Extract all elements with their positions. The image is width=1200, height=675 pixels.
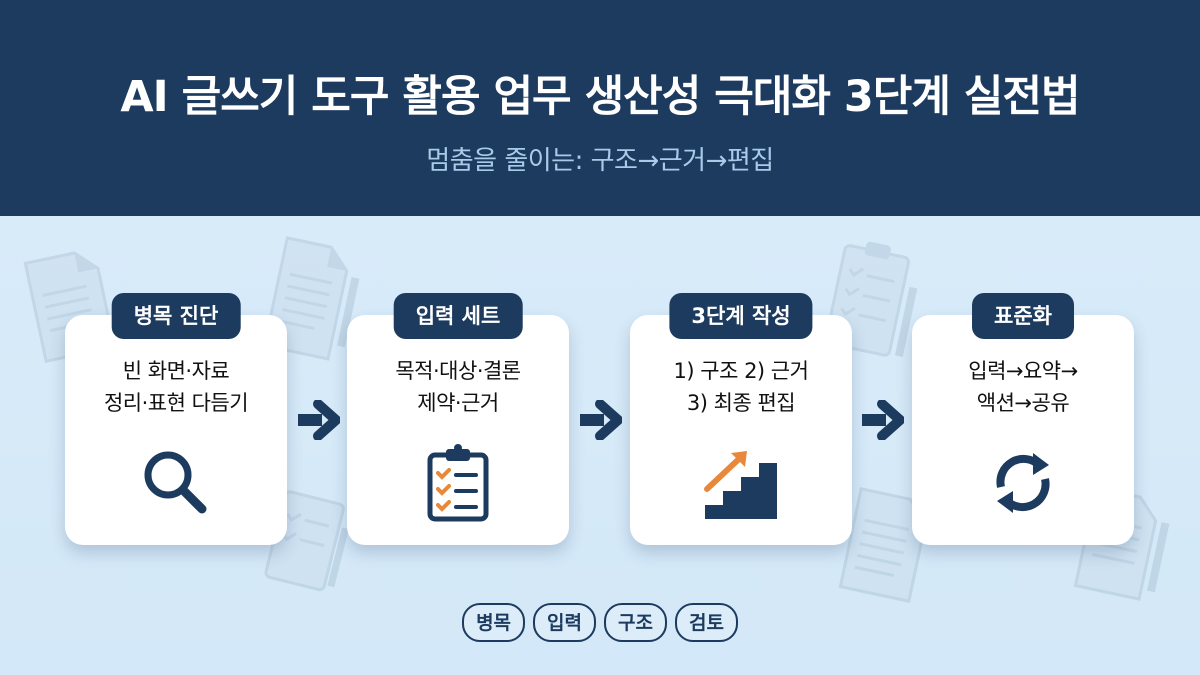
tag-structure: 구조	[604, 603, 667, 642]
step-description-line: 액션→공유	[976, 391, 1070, 415]
magnifier-icon	[144, 451, 207, 514]
step-card-three-step-writing: 3단계 작성 1) 구조 2) 근거 3) 최종 편집	[630, 293, 852, 545]
step-label: 병목 진단	[111, 293, 241, 339]
arrow-right-icon	[862, 400, 904, 440]
step-description-line: 제약·근거	[417, 391, 499, 415]
step-description-line: 목적·대상·결론	[395, 359, 521, 383]
tag-bottleneck: 병목	[462, 603, 526, 642]
clipboard-decoration-icon	[824, 241, 918, 358]
step-description-line: 3) 최종 편집	[686, 391, 796, 415]
step-description-line: 1) 구조 2) 근거	[673, 359, 809, 383]
step-description: 목적·대상·결론 제약·근거	[347, 355, 569, 419]
step-description-line: 빈 화면·자료	[122, 359, 230, 383]
step-label: 3단계 작성	[669, 293, 813, 339]
arrow-right-icon	[580, 400, 622, 440]
step-label: 입력 세트	[393, 293, 523, 339]
document-decoration-icon	[838, 487, 928, 603]
header-banner: AI 글쓰기 도구 활용 업무 생산성 극대화 3단계 실전법 멈춤을 줄이는:…	[0, 0, 1200, 216]
page-subtitle: 멈춤을 줄이는: 구조→근거→편집	[426, 146, 774, 176]
tag-input: 입력	[533, 603, 596, 642]
stairs-arrow-icon	[704, 451, 777, 519]
keyword-tags: 병목 입력 구조 검토	[0, 603, 1200, 642]
step-description: 1) 구조 2) 근거 3) 최종 편집	[630, 355, 852, 419]
step-description-line: 정리·표현 다듬기	[103, 391, 249, 415]
step-description: 빈 화면·자료 정리·표현 다듬기	[65, 355, 287, 419]
tag-review: 검토	[674, 603, 738, 642]
step-description: 입력→요약→ 액션→공유	[912, 355, 1134, 419]
clipboard-checklist-icon	[427, 444, 489, 522]
step-card-bottleneck: 병목 진단 빈 화면·자료 정리·표현 다듬기	[65, 293, 287, 545]
arrow-right-icon	[298, 400, 340, 440]
step-card-input-set: 입력 세트 목적·대상·결론 제약·근거	[347, 293, 569, 545]
step-description-line: 입력→요약→	[968, 359, 1078, 383]
refresh-cycle-icon	[996, 453, 1050, 513]
step-label: 표준화	[972, 293, 1074, 339]
page-title: AI 글쓰기 도구 활용 업무 생산성 극대화 3단계 실전법	[120, 72, 1080, 122]
step-card-standardize: 표준화 입력→요약→ 액션→공유	[912, 293, 1134, 545]
